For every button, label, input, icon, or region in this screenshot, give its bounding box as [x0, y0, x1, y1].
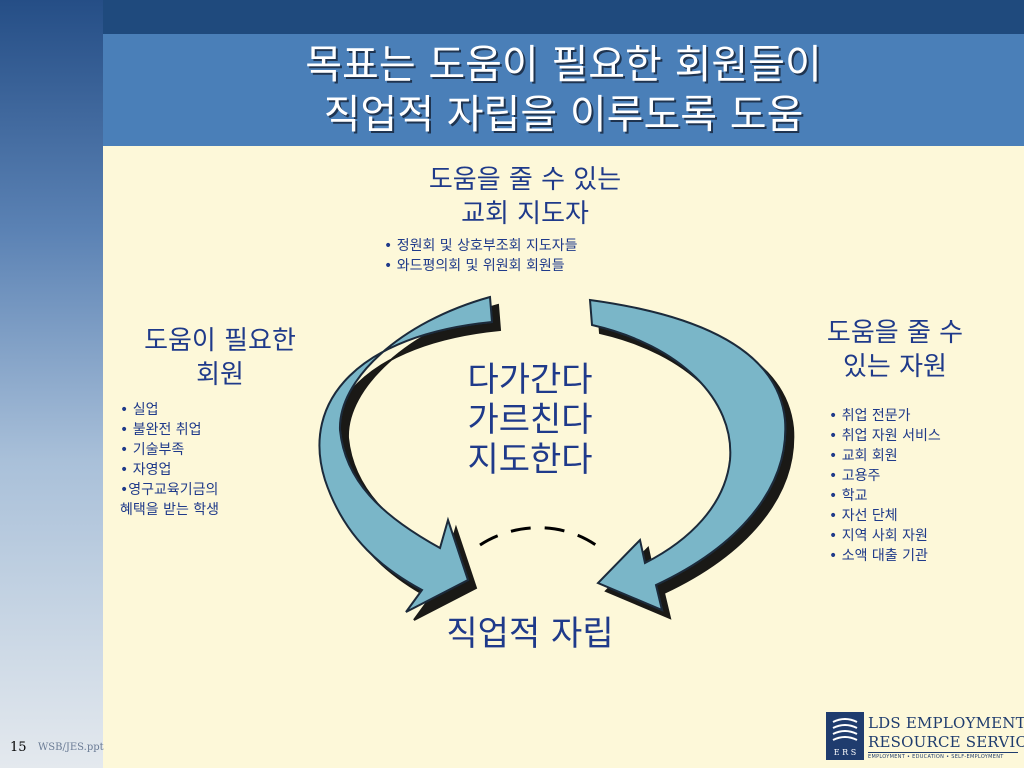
top-heading: 도움을 줄 수 있는 교회 지도자: [400, 163, 650, 231]
file-name: WSB/JES.ppt: [38, 742, 104, 753]
goal-label: 직업적 자립: [446, 614, 614, 654]
right-curved-arrow: [588, 298, 787, 612]
list-item: • 지역 사회 자원: [829, 528, 928, 544]
top-dark-band: [103, 0, 1024, 34]
right-heading-line-2: 있는 자원: [843, 352, 947, 382]
top-heading-line-2: 교회 지도자: [461, 199, 589, 229]
list-item: • 실업: [120, 402, 159, 418]
list-item: • 학교: [829, 488, 868, 504]
list-item: • 자영업: [120, 462, 172, 478]
logo-line-1: LDS EMPLOYMENT: [868, 714, 1024, 732]
list-item: • 불완전 취업: [120, 422, 202, 438]
logo-divider: [868, 752, 1018, 753]
list-item: • 취업 자원 서비스: [829, 428, 941, 444]
top-heading-line-1: 도움을 줄 수 있는: [428, 165, 622, 195]
slide-title: 목표는 도움이 필요한 회원들이 직업적 자립을 이루도록 도움: [103, 40, 1024, 140]
logo-tagline: EMPLOYMENT • EDUCATION • SELF-EMPLOYMENT: [868, 754, 1004, 760]
verb-guide: 지도한다: [467, 440, 593, 480]
verb-reach-out: 다가간다: [467, 360, 593, 400]
list-item: • 소액 대출 기관: [829, 548, 928, 564]
verb-teach: 가르친다: [467, 400, 593, 440]
dashed-connector: [479, 526, 601, 550]
right-heading: 도움을 줄 수 있는 자원: [800, 316, 990, 384]
title-band: [103, 34, 1024, 146]
left-curved-arrow: [318, 295, 494, 613]
right-heading-line-1: 도움을 줄 수: [826, 318, 964, 348]
list-item: • 와드평의회 및 위원회 회원들: [384, 258, 565, 274]
list-item: • 취업 전문가: [829, 408, 911, 424]
members-in-need-list: • 실업 • 불완전 취업 • 기술부족 • 자영업 •영구교육기금의 혜택을 …: [120, 400, 219, 520]
list-item: • 자선 단체: [829, 508, 898, 524]
list-item: • 기술부족: [120, 442, 185, 458]
list-item: 혜택을 받는 학생: [120, 502, 220, 518]
logo-mark-icon: E R S: [826, 712, 864, 760]
left-gradient-band: [0, 0, 103, 768]
list-item: •영구교육기금의: [120, 482, 219, 498]
left-heading-line-2: 회원: [196, 360, 244, 390]
list-item: • 정원회 및 상호부조회 지도자들: [384, 238, 578, 254]
list-item: • 고용주: [829, 468, 881, 484]
slide-number: 15: [10, 740, 27, 755]
ldsers-logo: E R S LDS EMPLOYMENT RESOURCE SERVICES E…: [826, 712, 1024, 764]
center-verbs: 다가간다 가르친다 지도한다: [440, 360, 620, 480]
left-heading: 도움이 필요한 회원: [120, 324, 320, 392]
resources-list: • 취업 전문가 • 취업 자원 서비스 • 교회 회원 • 고용주 • 학교 …: [829, 406, 941, 566]
slide-title-line-2: 직업적 자립을 이루도록 도움: [323, 92, 804, 138]
slide-title-line-1: 목표는 도움이 필요한 회원들이: [305, 42, 822, 88]
logo-mark-text: E R S: [834, 748, 856, 757]
church-leaders-list: • 정원회 및 상호부조회 지도자들 • 와드평의회 및 위원회 회원들: [384, 236, 578, 276]
logo-line-2: RESOURCE SERVICES: [868, 733, 1024, 751]
left-heading-line-1: 도움이 필요한: [144, 326, 296, 356]
list-item: • 교회 회원: [829, 448, 898, 464]
